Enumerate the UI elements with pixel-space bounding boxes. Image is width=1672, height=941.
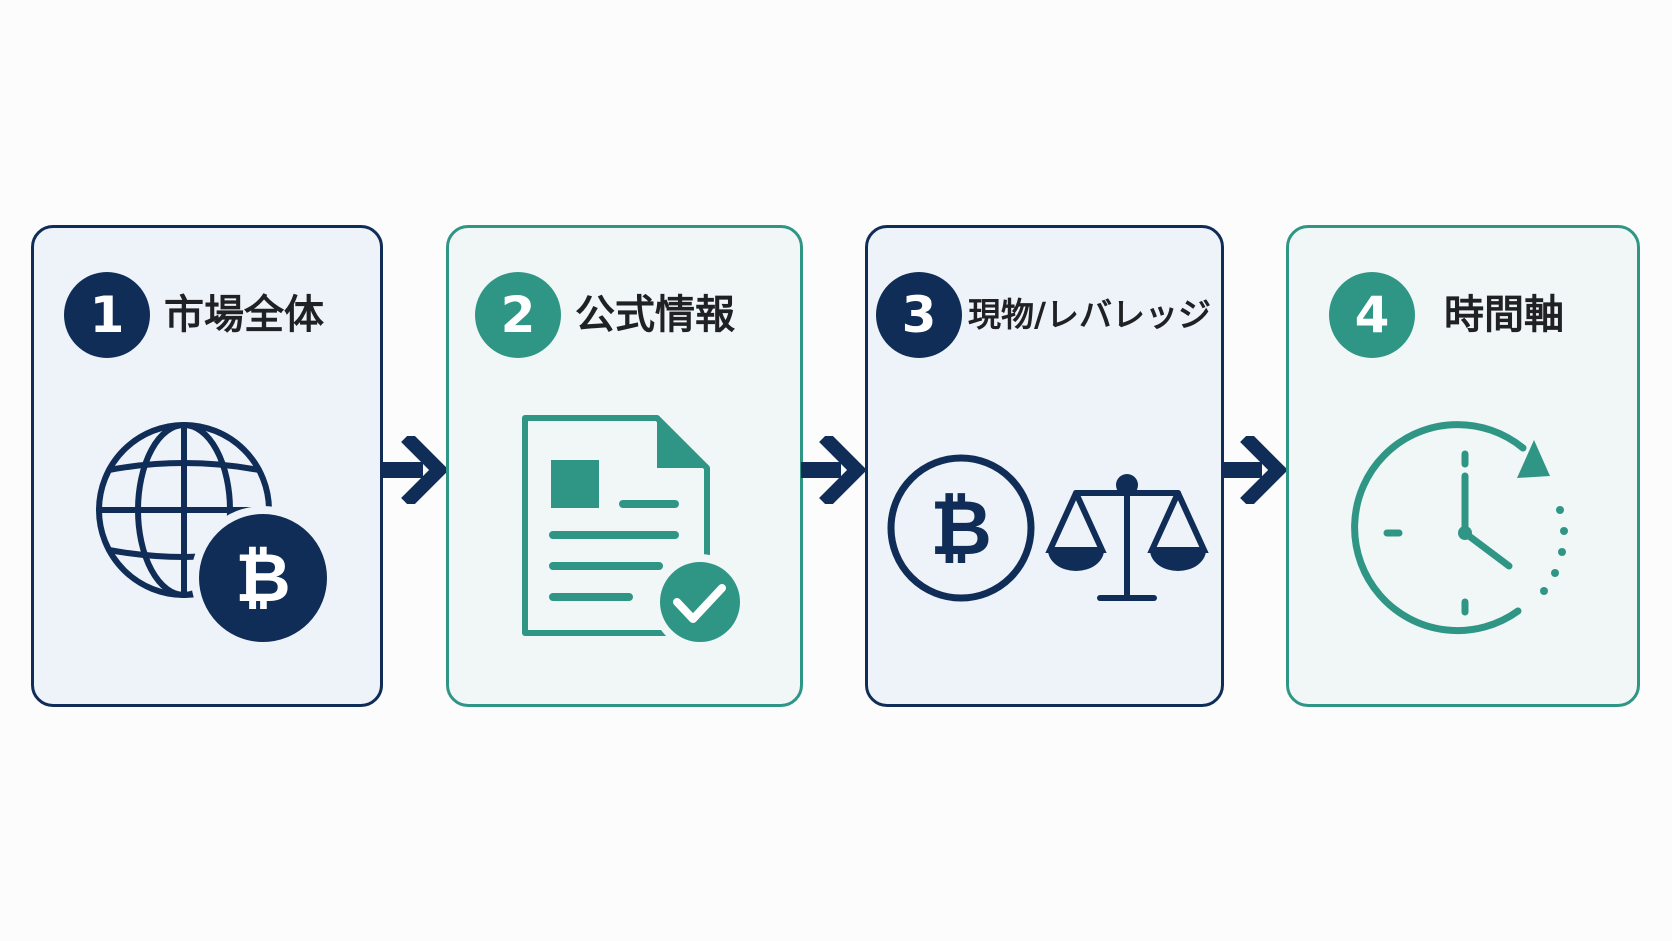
step-number-badge: 4 <box>1329 272 1415 358</box>
step-number-badge: 1 <box>64 272 150 358</box>
step-title: 公式情報 <box>575 292 735 338</box>
step-card-3: 3 現物/レバレッジ ₿ <box>865 225 1224 707</box>
step-header-4: 4 時間軸 <box>1289 272 1637 360</box>
step-number-badge: 2 <box>475 272 561 358</box>
step-header-3: 3 現物/レバレッジ <box>868 272 1221 360</box>
svg-text:₿: ₿ <box>235 539 290 618</box>
bitcoin-scale-icon: ₿ <box>887 454 1209 602</box>
step-title: 現物/レバレッジ <box>968 295 1212 334</box>
step-title: 時間軸 <box>1444 292 1564 338</box>
clock-icon <box>1351 421 1568 635</box>
step-number-badge: 3 <box>876 272 962 358</box>
step-card-2: 2 公式情報 <box>446 225 803 707</box>
svg-text:₿: ₿ <box>930 483 992 572</box>
globe-bitcoin-icon: ₿ <box>96 422 335 650</box>
step-header-1: 1 市場全体 <box>34 272 380 360</box>
arrow-right-icon <box>1222 436 1288 504</box>
step-card-4: 4 時間軸 <box>1286 225 1640 707</box>
arrow-right-icon <box>383 436 449 504</box>
step-header-2: 2 公式情報 <box>449 272 800 360</box>
step-card-1: 1 市場全体 ₿ <box>31 225 383 707</box>
arrow-right-icon <box>801 436 867 504</box>
step-title: 市場全体 <box>164 292 324 338</box>
verified-document-icon <box>522 415 748 650</box>
